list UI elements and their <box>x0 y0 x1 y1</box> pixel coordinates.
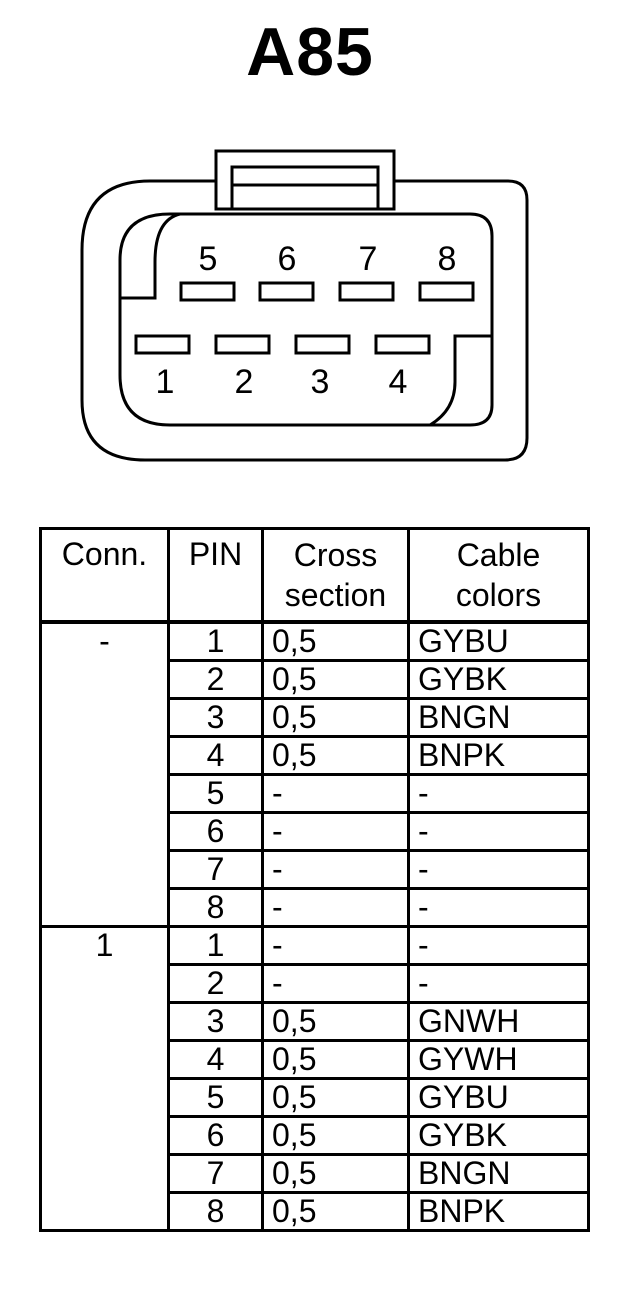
cross-section-cell: 0,5 <box>261 659 410 700</box>
pin-slot-2 <box>214 334 271 355</box>
cable-color-cell: - <box>407 887 590 928</box>
pin-cell: 4 <box>167 1039 264 1080</box>
cable-color-cell: BNPK <box>407 1191 590 1232</box>
cable-color-cell: GYBK <box>407 659 590 700</box>
cross-section-cell: 0,5 <box>261 1077 410 1118</box>
pin-cell: 8 <box>167 1191 264 1232</box>
pin-slot-1 <box>134 334 191 355</box>
pin-label: 2 <box>235 363 254 401</box>
cable-color-cell: - <box>407 773 590 814</box>
pin-cell: 2 <box>167 963 264 1004</box>
pin-slot-5 <box>179 281 236 302</box>
cable-color-cell: - <box>407 963 590 1004</box>
cable-color-cell: GNWH <box>407 1001 590 1042</box>
conn-cell: - <box>39 620 170 928</box>
pin-cell: 6 <box>167 1115 264 1156</box>
connector-diagram: 5 6 7 8 1 2 3 4 <box>80 149 529 462</box>
cross-section-cell: 0,5 <box>261 1191 410 1232</box>
cross-section-cell: 0,5 <box>261 620 410 662</box>
table-header-row: Conn. PIN Cross section Cable colors <box>39 527 590 624</box>
cross-section-cell: 0,5 <box>261 1153 410 1194</box>
pin-label: 5 <box>199 240 218 278</box>
table-row: 6-- <box>41 811 590 852</box>
pin-cell: 5 <box>167 773 264 814</box>
keying-right <box>429 334 492 427</box>
pin-label: 1 <box>156 363 175 401</box>
cable-color-cell: GYWH <box>407 1039 590 1080</box>
cable-color-cell: BNGN <box>407 697 590 738</box>
pin-cell: 3 <box>167 1001 264 1042</box>
cross-section-cell: - <box>261 925 410 966</box>
cable-color-cell: - <box>407 811 590 852</box>
pin-cell: 7 <box>167 1153 264 1194</box>
pin-cell: 8 <box>167 887 264 928</box>
cable-color-cell: GYBU <box>407 1077 590 1118</box>
cross-section-cell: - <box>261 773 410 814</box>
cross-section-cell: - <box>261 963 410 1004</box>
pin-label: 8 <box>438 240 457 278</box>
keying-left <box>120 212 181 300</box>
cross-section-cell: - <box>261 887 410 928</box>
pin-slot-6 <box>258 281 315 302</box>
cross-section-cell: 0,5 <box>261 1001 410 1042</box>
pin-label: 4 <box>389 363 408 401</box>
pin-cell: 2 <box>167 659 264 700</box>
header-pin: PIN <box>167 527 264 624</box>
connector-latch-inner <box>230 165 380 211</box>
table-row: 7-- <box>41 849 590 890</box>
pin-label: 7 <box>359 240 378 278</box>
pin-cell: 4 <box>167 735 264 776</box>
cable-color-cell: GYBU <box>407 620 590 662</box>
pin-cell: 3 <box>167 697 264 738</box>
header-conn: Conn. <box>39 527 170 624</box>
header-cable-colors: Cable colors <box>407 527 590 624</box>
pin-cell: 1 <box>167 925 264 966</box>
pin-cell: 7 <box>167 849 264 890</box>
cable-color-cell: GYBK <box>407 1115 590 1156</box>
conn-cell: 1 <box>39 925 170 1232</box>
pin-slot-7 <box>338 281 395 302</box>
cross-section-cell: 0,5 <box>261 735 410 776</box>
cross-section-cell: - <box>261 849 410 890</box>
pin-label: 3 <box>311 363 330 401</box>
connector-housing-outer <box>80 179 529 462</box>
table-row: 5-- <box>41 773 590 814</box>
cross-section-cell: - <box>261 811 410 852</box>
pin-cell: 6 <box>167 811 264 852</box>
pin-cell: 5 <box>167 1077 264 1118</box>
pin-label: 6 <box>278 240 297 278</box>
table-row: 8-- <box>41 887 590 928</box>
cable-color-cell: - <box>407 849 590 890</box>
cable-color-cell: BNPK <box>407 735 590 776</box>
cross-section-cell: 0,5 <box>261 1115 410 1156</box>
pin-cell: 1 <box>167 620 264 662</box>
pin-slot-3 <box>294 334 351 355</box>
pin-slot-4 <box>374 334 431 355</box>
pin-slot-8 <box>418 281 475 302</box>
cross-section-cell: 0,5 <box>261 697 410 738</box>
header-cross-section: Cross section <box>261 527 410 624</box>
page-title: A85 <box>246 14 374 90</box>
connector-housing-inner <box>118 212 494 427</box>
cable-color-cell: - <box>407 925 590 966</box>
table-row: 2-- <box>41 963 590 1004</box>
cross-section-cell: 0,5 <box>261 1039 410 1080</box>
cable-color-cell: BNGN <box>407 1153 590 1194</box>
connector-latch <box>214 149 396 211</box>
